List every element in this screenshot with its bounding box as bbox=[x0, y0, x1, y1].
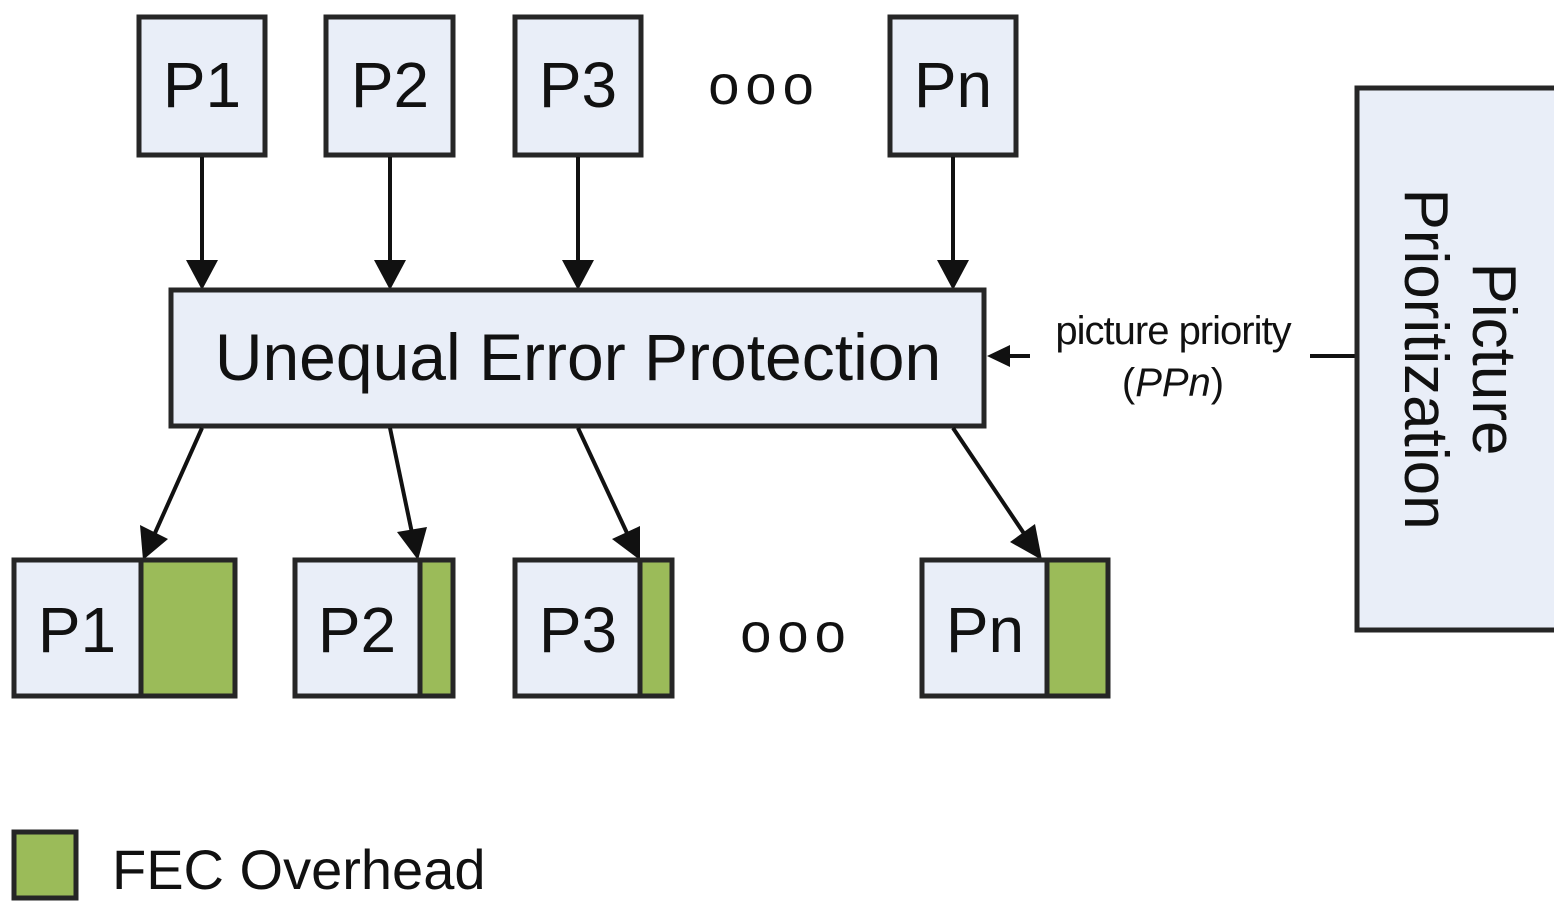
picture-prioritization-block: Picture Prioritization bbox=[1354, 85, 1554, 633]
input-label: Pn bbox=[914, 49, 992, 121]
output-packet-p3: P3 bbox=[512, 557, 675, 699]
output-label: Pn bbox=[946, 594, 1024, 666]
arrow-uep-to-p3 bbox=[576, 427, 640, 560]
arrow-p2-to-uep bbox=[374, 157, 406, 290]
output-packet-p2: P2 bbox=[292, 557, 456, 699]
prioritization-line-1: Picture bbox=[1459, 263, 1528, 456]
fec-overhead-p2 bbox=[417, 557, 456, 699]
priority-arrowhead bbox=[987, 345, 1010, 367]
legend: FEC Overhead bbox=[11, 829, 486, 901]
output-arrows bbox=[140, 426, 1042, 560]
arrow-uep-to-p2 bbox=[388, 427, 427, 560]
priority-connector: picture priority (PPn) bbox=[987, 309, 1356, 405]
priority-paren-open: ( bbox=[1122, 361, 1136, 405]
priority-label: picture priority bbox=[1055, 309, 1291, 353]
arrow-uep-to-p1 bbox=[140, 427, 204, 560]
output-ellipsis: ooo bbox=[740, 601, 851, 664]
fec-overhead-p1 bbox=[138, 557, 238, 699]
output-label: P2 bbox=[318, 594, 396, 666]
fec-overhead-pn bbox=[1044, 557, 1111, 699]
uep-block: Unequal Error Protection bbox=[168, 287, 987, 429]
input-label: P3 bbox=[539, 49, 617, 121]
fec-overhead-p3 bbox=[637, 557, 675, 699]
uep-label: Unequal Error Protection bbox=[215, 320, 941, 394]
output-label: P3 bbox=[539, 594, 617, 666]
arrow-p1-to-uep bbox=[186, 157, 218, 290]
input-label: P1 bbox=[163, 49, 241, 121]
priority-symbol: PPn bbox=[1135, 361, 1211, 405]
output-label: P1 bbox=[38, 594, 116, 666]
input-ellipsis: ooo bbox=[708, 53, 819, 116]
priority-paren-close: ) bbox=[1211, 361, 1224, 405]
legend-label: FEC Overhead bbox=[112, 838, 486, 901]
output-packet-pn: Pn bbox=[919, 557, 1111, 699]
arrow-pn-to-uep bbox=[937, 157, 969, 290]
arrow-p3-to-uep bbox=[562, 157, 594, 290]
input-picture-p3: P3 bbox=[512, 14, 644, 158]
priority-symbol-group: (PPn) bbox=[1122, 361, 1224, 405]
input-picture-pn: Pn bbox=[887, 14, 1019, 158]
input-label: P2 bbox=[351, 49, 429, 121]
arrow-uep-to-pn bbox=[951, 426, 1042, 560]
prioritization-line-2: Prioritization bbox=[1391, 188, 1460, 529]
input-picture-p2: P2 bbox=[323, 14, 456, 158]
input-picture-p1: P1 bbox=[136, 14, 268, 158]
legend-swatch bbox=[11, 829, 79, 901]
input-arrows bbox=[186, 157, 969, 290]
output-packet-p1: P1 bbox=[11, 557, 238, 699]
